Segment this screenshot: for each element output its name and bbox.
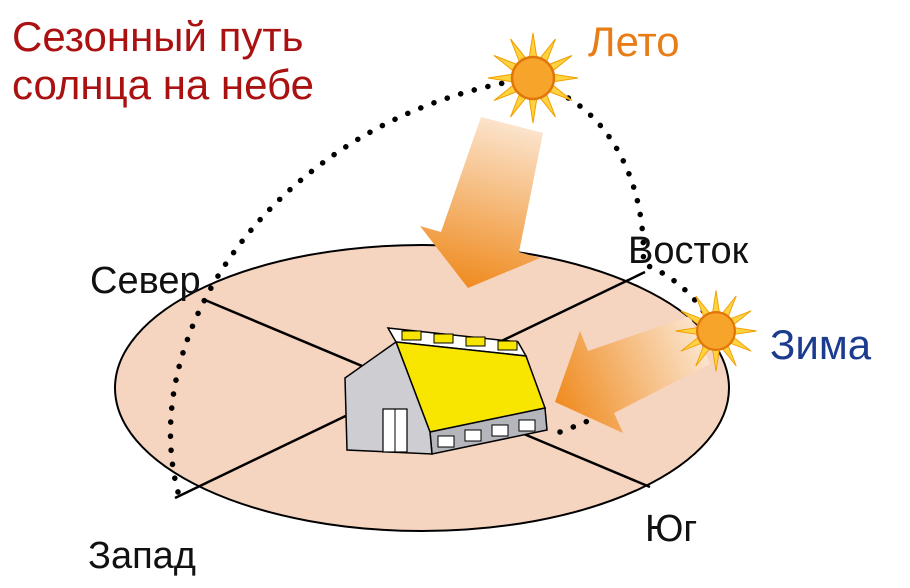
summer-path-dotted-arc [167, 77, 647, 495]
summer-sun-icon [486, 31, 580, 125]
house-ridge-window [465, 336, 486, 347]
house-window [464, 429, 482, 442]
south-label: Юг [645, 508, 697, 550]
winter-label: Зима [770, 321, 872, 368]
house-ridge-window [497, 340, 518, 351]
north-label: Север [90, 260, 201, 302]
house-ridge-window [433, 333, 454, 344]
house-window [518, 419, 536, 432]
east-label: Восток [628, 230, 749, 272]
house-window [437, 435, 455, 448]
house [344, 327, 548, 455]
house-gable-wall [344, 340, 433, 455]
summer-label: Лето [588, 18, 680, 65]
diagram-title-line2: солнца на небе [12, 61, 314, 108]
west-label: Запад [88, 535, 196, 577]
winter-sunlight-arrow [555, 316, 710, 433]
house-ridge-window [401, 330, 422, 341]
diagram-title-line1: Сезонный путь [12, 13, 303, 60]
summer-sunlight-arrow [420, 117, 543, 288]
house-window [491, 424, 509, 437]
